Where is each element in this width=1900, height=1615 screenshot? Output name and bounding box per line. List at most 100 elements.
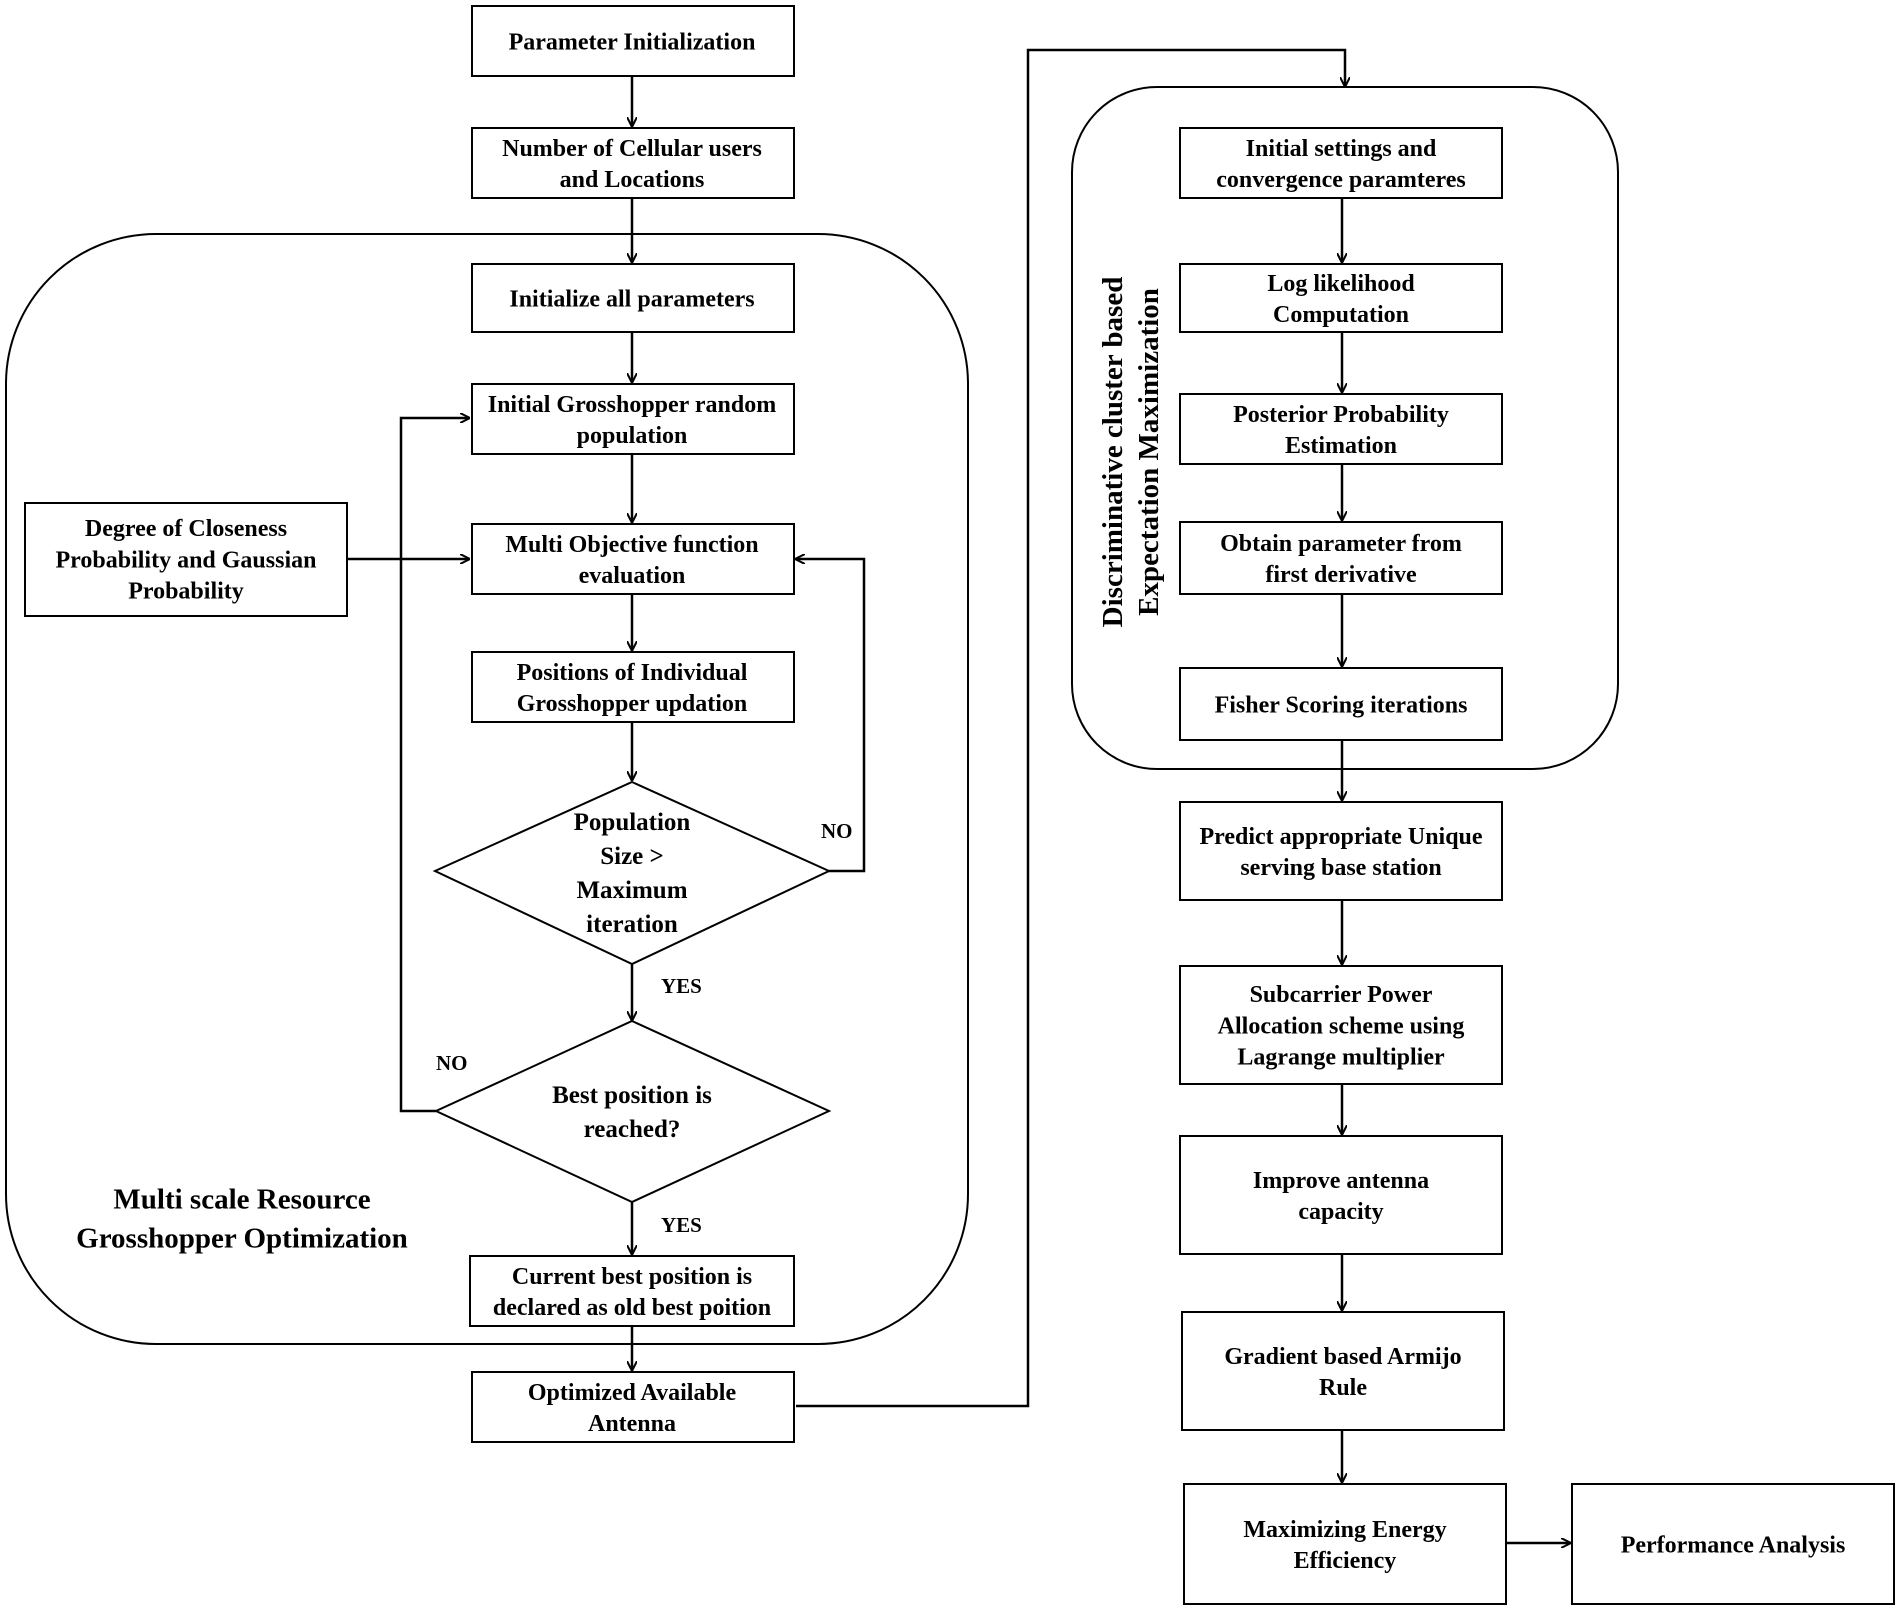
text-line: Probability <box>128 579 244 605</box>
maximizing-efficiency-box <box>1183 1483 1507 1605</box>
best-position-label: Best position is reached? <box>552 1082 712 1143</box>
current-best-box <box>469 1255 795 1327</box>
initial-population-box <box>471 383 795 455</box>
text-line: iteration <box>586 911 678 938</box>
text-line: Optimized Available <box>528 1380 737 1406</box>
arrow-best-no-loop <box>399 418 469 1113</box>
text-line: evaluation <box>579 563 686 589</box>
text-line: Improve antenna <box>1253 1168 1429 1194</box>
text-line: Degree of Closeness <box>85 516 287 542</box>
text-line: Multi scale Resource <box>113 1184 370 1216</box>
population-no-label: NO <box>821 819 853 843</box>
armijo-rule-box <box>1181 1311 1505 1431</box>
multi-objective-box <box>471 523 795 595</box>
text-line: Initial settings and <box>1246 136 1437 162</box>
text-line: Posterior Probability <box>1233 402 1449 428</box>
log-likelihood-box <box>1179 263 1503 333</box>
text-line: Performance Analysis <box>1621 1532 1846 1558</box>
population-yes-label: YES <box>661 974 702 998</box>
text-line: Discriminative cluster based <box>1097 277 1129 628</box>
connectors <box>347 48 1570 1543</box>
text-line: declared as old best poition <box>493 1295 771 1321</box>
performance-analysis-label: Performance Analysis <box>1621 1532 1846 1558</box>
text-line: Initial Grosshopper random <box>488 392 777 418</box>
text-line: capacity <box>1298 1199 1383 1225</box>
text-line: Multi Objective function <box>505 532 758 558</box>
obtain-parameter-box <box>1179 521 1503 595</box>
optimized-antenna-box <box>471 1371 795 1443</box>
text-line: Population <box>574 809 691 836</box>
text-line: reached? <box>584 1116 681 1143</box>
text-line: Expectation Maximization <box>1133 288 1165 616</box>
text-line: Log likelihood <box>1267 271 1415 297</box>
text-line: Estimation <box>1285 433 1397 459</box>
text-line: Best position is <box>552 1082 712 1109</box>
text-line: Predict appropriate Unique <box>1199 824 1482 850</box>
posterior-box <box>1179 393 1503 465</box>
parameter-initialization-box <box>471 5 795 77</box>
performance-analysis-box <box>1571 1483 1895 1605</box>
obtain-parameter-label: Obtain parameter from first derivative <box>1220 531 1462 588</box>
text-line: Antenna <box>588 1411 676 1437</box>
initialize-parameters-box <box>471 263 795 333</box>
text-line: Fisher Scoring iterations <box>1215 692 1468 718</box>
arrow-optimized-to-em <box>796 48 1345 1408</box>
text-line: Computation <box>1273 302 1409 328</box>
text-line: Grosshopper Optimization <box>76 1223 408 1255</box>
text-line: Maximum <box>576 877 687 904</box>
text-line: Positions of Individual <box>517 660 748 686</box>
text-line: Maximizing Energy <box>1243 1517 1446 1543</box>
text-line: Efficiency <box>1294 1548 1397 1574</box>
parameter-initialization-label: Parameter Initialization <box>509 29 756 55</box>
current-best-label: Current best position is declared as old … <box>493 1264 771 1321</box>
multi-objective-label: Multi Objective function evaluation <box>505 532 758 589</box>
grasshopper-optimization-group <box>5 233 969 1345</box>
cellular-users-box <box>471 127 795 199</box>
text-line: Probability and Gaussian <box>56 547 317 573</box>
best-yes-label: YES <box>661 1213 702 1237</box>
text-line: Obtain parameter from <box>1220 531 1462 557</box>
fisher-scoring-label: Fisher Scoring iterations <box>1215 692 1468 718</box>
text-line: Number of Cellular users <box>502 136 762 162</box>
text-line: and Locations <box>560 167 705 193</box>
text-line: Subcarrier Power <box>1250 982 1433 1008</box>
text-line: Parameter Initialization <box>509 29 756 55</box>
initial-settings-box <box>1179 127 1503 199</box>
initial-settings-label: Initial settings and convergence paramter… <box>1216 136 1465 193</box>
text-line: Rule <box>1319 1375 1367 1401</box>
predict-station-box <box>1179 801 1503 901</box>
arrow-decision-no-loop <box>796 559 866 873</box>
initialize-parameters-label: Initialize all parameters <box>509 286 754 312</box>
text-line: Gradient based Armijo <box>1224 1344 1461 1370</box>
expectation-maximization-group <box>1071 86 1619 770</box>
best-no-label: NO <box>436 1051 468 1075</box>
text-line: Size > <box>600 843 664 870</box>
text-line: first derivative <box>1265 562 1417 588</box>
population-size-decision <box>432 780 832 966</box>
improve-capacity-label: Improve antenna capacity <box>1253 1168 1429 1225</box>
text-line: Current best position is <box>512 1264 752 1290</box>
subcarrier-power-box <box>1179 965 1503 1085</box>
text-line: Allocation scheme using <box>1218 1013 1465 1039</box>
text-line: serving base station <box>1240 855 1441 881</box>
text-line: convergence paramteres <box>1216 167 1465 193</box>
improve-capacity-box <box>1179 1135 1503 1255</box>
best-position-decision <box>433 1019 832 1204</box>
text-line: Initialize all parameters <box>509 286 754 312</box>
predict-station-label: Predict appropriate Unique serving base s… <box>1199 824 1482 881</box>
cellular-users-label: Number of Cellular users and Locations <box>502 136 762 193</box>
